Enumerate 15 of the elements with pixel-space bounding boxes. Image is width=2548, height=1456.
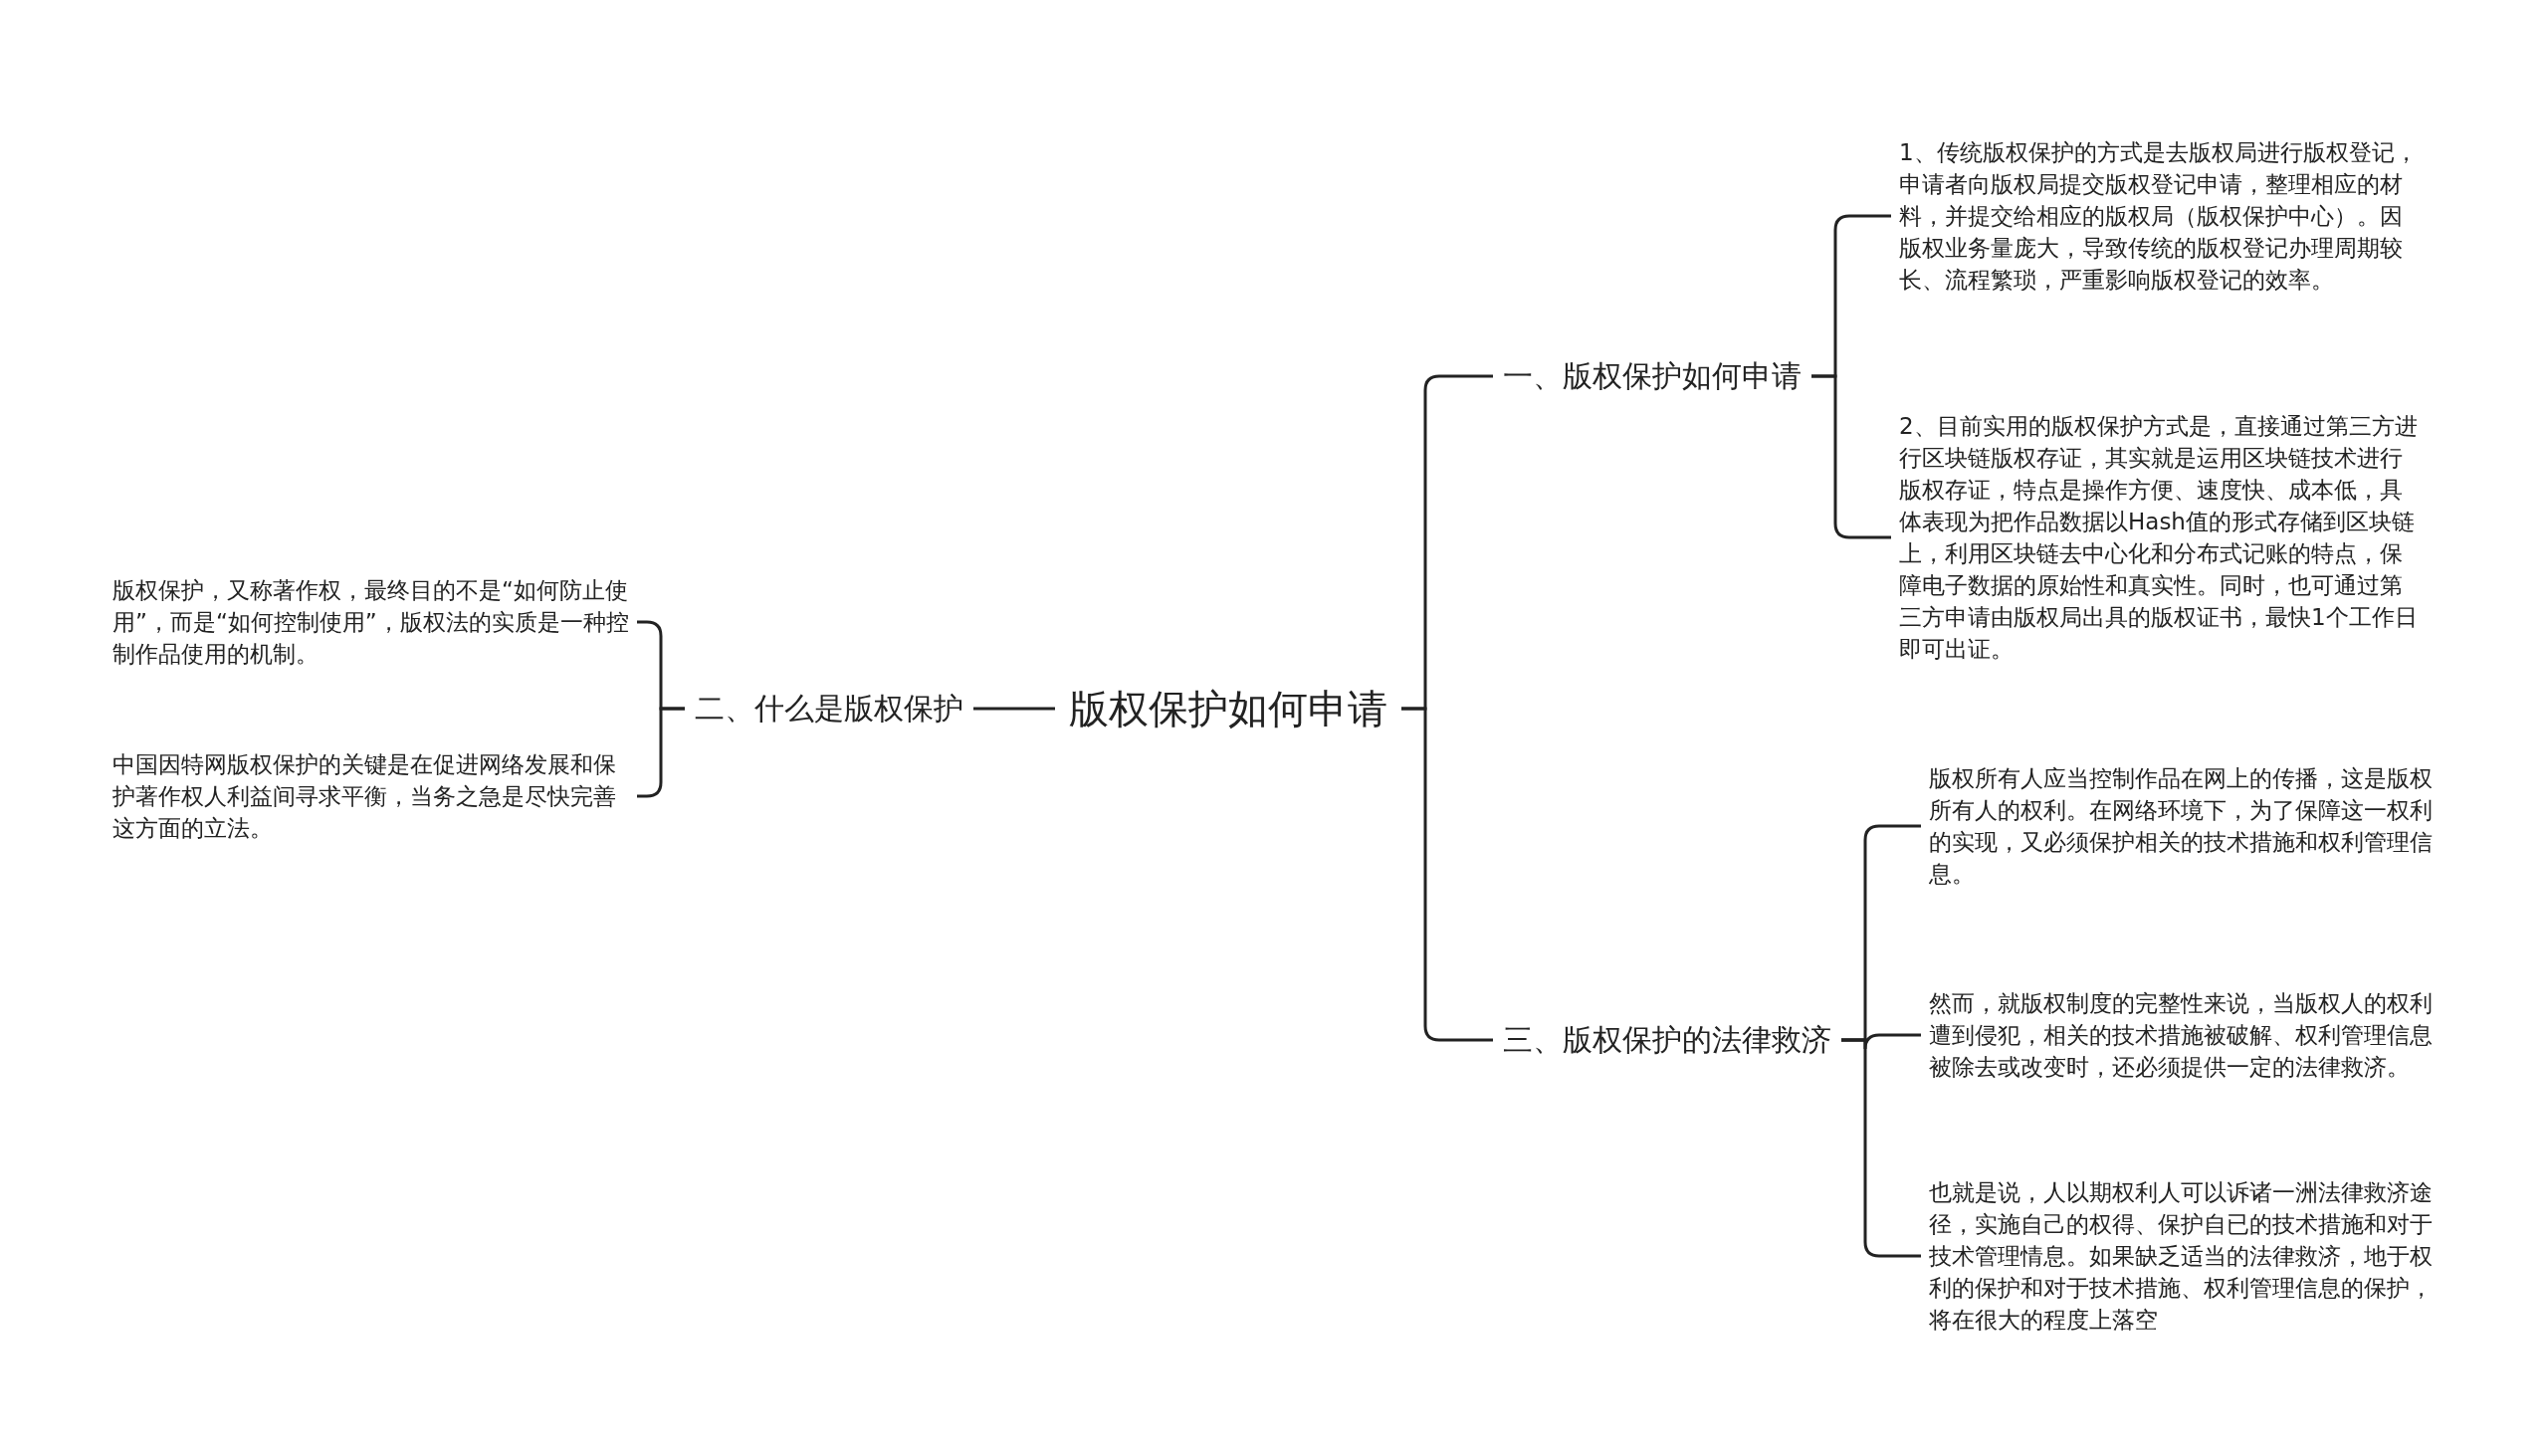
connector-line	[973, 707, 1055, 711]
topic-note: 2、目前实用的版权保护方式是，直接通过第三方进行区块链版权存证，其实就是运用区块链技术进行版权存证，特点是操作方便、速度快、成本低，具体表现为把作品数据以Hash值的形式存储到区块链上，利用区块链去中心化和分布式记账的特点，保障电子数据的原始性和真实性。同时，也可通过第三方申请由版权局出具的版权证书，最快1个工作日即可出证。	[1899, 412, 2419, 664]
connector-line	[1401, 707, 1493, 1042]
branch-topic: 一、版权保护如何申请	[1503, 356, 1802, 395]
branch-topic: 三、版权保护的法律救济	[1503, 1020, 1831, 1059]
topic-note: 然而，就版权制度的完整性来说，当版权人的权利遭到侵犯，相关的技术措施被破解、权利管理信息被除去或改变时，还必须提供一定的法律救济。	[1929, 989, 2434, 1082]
connector-line	[1841, 1038, 1921, 1258]
topic-note: 中国因特网版权保护的关键是在促进网络发展和保护著作权人利益间寻求平衡，当务之急是尽快完善这方面的立法。	[112, 750, 617, 843]
topic-note: 版权保护，又称著作权，最终目的不是“如何防止使用”，而是“如何控制使用”，版权法的实质是一种控制作品使用的机制。	[112, 576, 629, 669]
topic-note: 版权所有人应当控制作品在网上的传播，这是版权所有人的权利。在网络环境下，为了保障这一权利的实现，又必须保护相关的技术措施和权利管理信息。	[1929, 764, 2434, 889]
central-topic: 版权保护如何申请	[1069, 684, 1387, 733]
topic-note: 也就是说，人以期权利人可以诉诸一洲法律救济途径，实施自己的权得、保护自已的技术措施和对于技术管理情息。如果缺乏适当的法律救济，地于权利的保护和对于技术措施、权利管理信息的保护，将在很大的程度上落空	[1929, 1178, 2434, 1335]
topic-note: 1、传统版权保护的方式是去版权局进行版权登记，申请者向版权局提交版权登记申请，整理相应的材料，并提交给相应的版权局（版权保护中心）。因版权业务量庞大，导致传统的版权登记办理周期较长、流程繁琐，严重影响版权登记的效率。	[1899, 138, 2419, 295]
branch-topic: 二、什么是版权保护	[695, 689, 963, 728]
connector-line	[1811, 374, 1891, 539]
